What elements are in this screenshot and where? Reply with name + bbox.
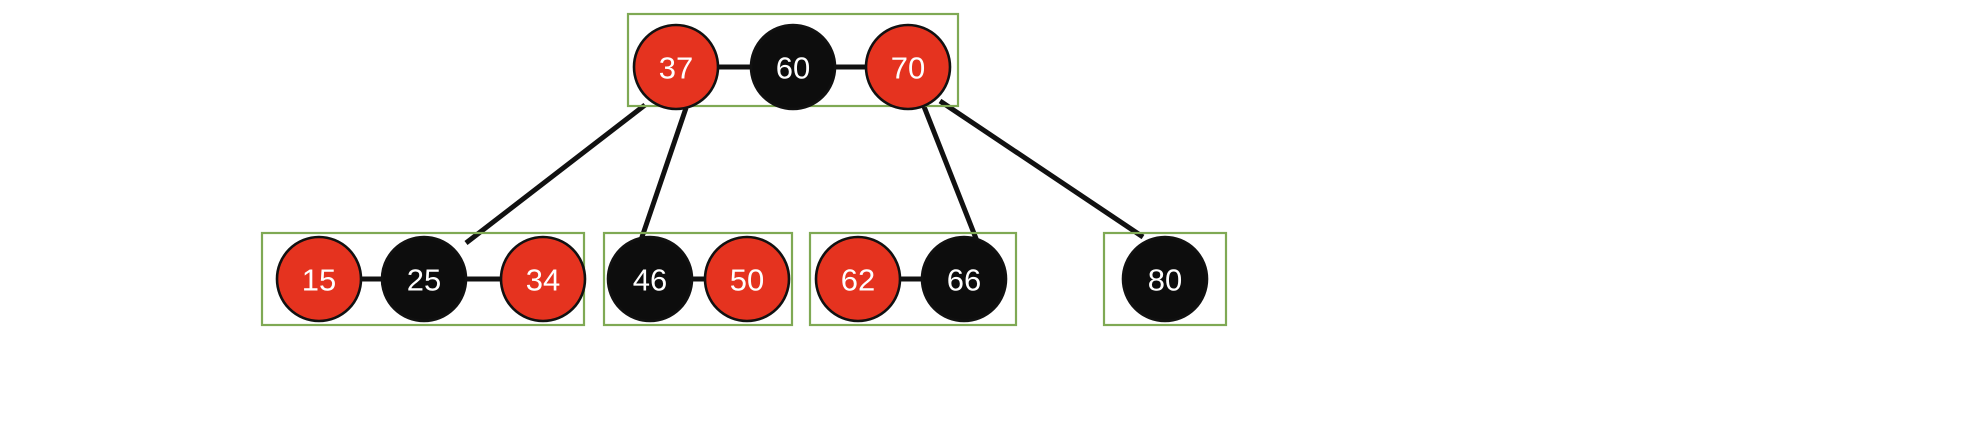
tree-node[interactable]: 50 xyxy=(703,235,791,323)
tree-node-circle-red[interactable] xyxy=(864,23,952,111)
child-edges-layer xyxy=(464,98,1145,245)
tree-child-edge xyxy=(464,103,647,245)
node-group-box xyxy=(602,231,794,327)
tree-node[interactable]: 37 xyxy=(632,23,720,111)
tree-node-circle-black[interactable] xyxy=(920,235,1008,323)
node-group-box xyxy=(808,231,1018,327)
tree-node-circle-black[interactable] xyxy=(606,235,694,323)
tree-node[interactable]: 80 xyxy=(1121,235,1209,323)
tree-node[interactable]: 62 xyxy=(814,235,902,323)
tree-child-edge xyxy=(638,107,689,241)
tree-node-circle-red[interactable] xyxy=(499,235,587,323)
tree-child-edge xyxy=(920,103,980,242)
tree-node-circle-red[interactable] xyxy=(703,235,791,323)
tree-node[interactable]: 66 xyxy=(920,235,1008,323)
tree-node-circle-red[interactable] xyxy=(632,23,720,111)
tree-child-edge xyxy=(938,98,1145,240)
tree-node[interactable]: 46 xyxy=(606,235,694,323)
tree-node-circle-red[interactable] xyxy=(814,235,902,323)
tree-node[interactable]: 60 xyxy=(749,23,837,111)
tree-node-circle-black[interactable] xyxy=(1121,235,1209,323)
tree-node-circle-red[interactable] xyxy=(275,235,363,323)
tree-node-circle-black[interactable] xyxy=(380,235,468,323)
tree-node[interactable]: 70 xyxy=(864,23,952,111)
tree-node-circle-black[interactable] xyxy=(749,23,837,111)
tree-node[interactable]: 25 xyxy=(380,235,468,323)
node-group-box xyxy=(1102,231,1228,327)
tree-node[interactable]: 34 xyxy=(499,235,587,323)
tree-node[interactable]: 15 xyxy=(275,235,363,323)
